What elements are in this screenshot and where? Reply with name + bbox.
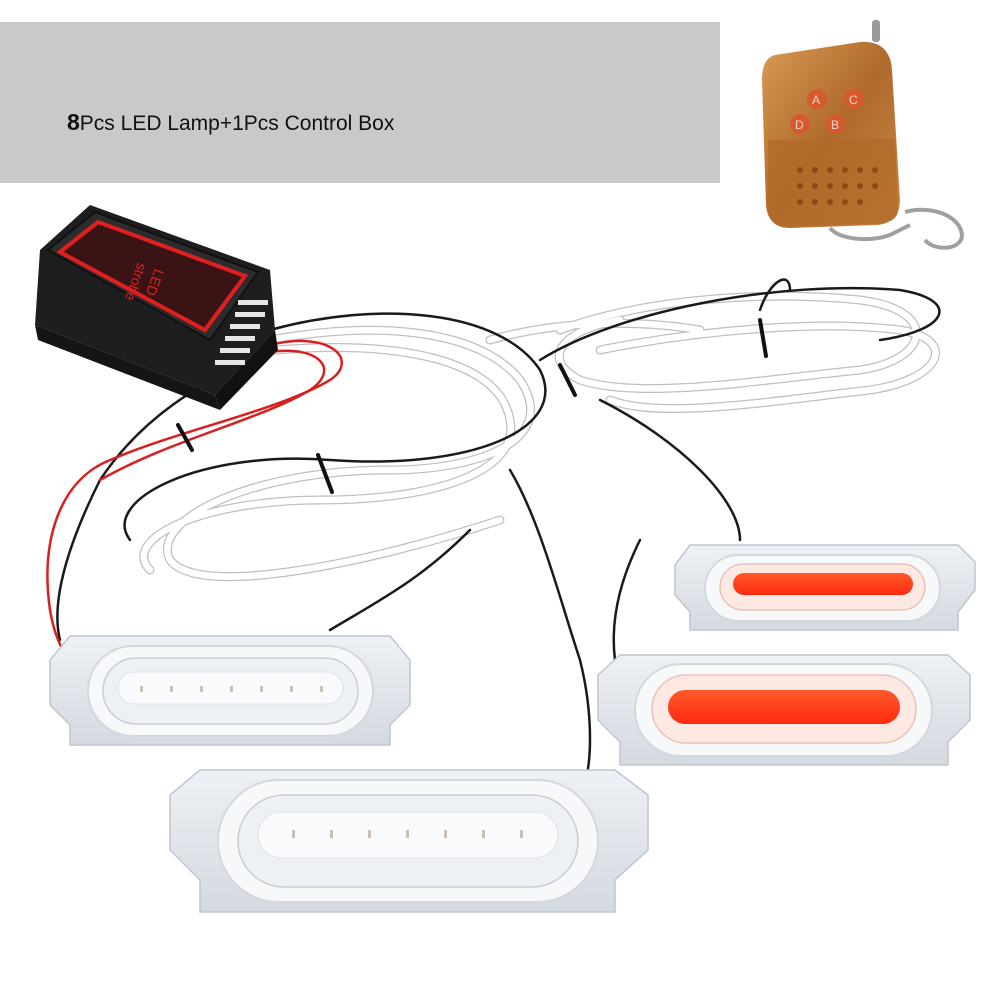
banner-text: Pcs LED Lamp+1Pcs Control Box [79,112,395,135]
remote-button-c [844,89,864,109]
led-lamp-red-top [674,544,976,631]
remote-label-c: C [849,93,858,107]
remote-label-a: A [812,93,820,107]
banner-title: 8Pcs LED Lamp+1Pcs Control Box [67,109,394,136]
banner-count: 8 [67,109,80,135]
led-lamp-white-bottom [169,769,649,913]
remote-button-a [807,89,827,109]
led-lamp-red-bottom [597,654,971,766]
remote-label-b: B [831,118,839,132]
remote-button-d [790,114,810,134]
title-banner [0,22,720,183]
remote-control: A C D B [762,20,965,250]
remote-button-b [826,114,846,134]
remote-label-d: D [795,118,804,132]
control-box: LED strobe [35,205,278,410]
led-lamp-white-left [49,635,411,746]
wire-bundle [46,278,941,782]
